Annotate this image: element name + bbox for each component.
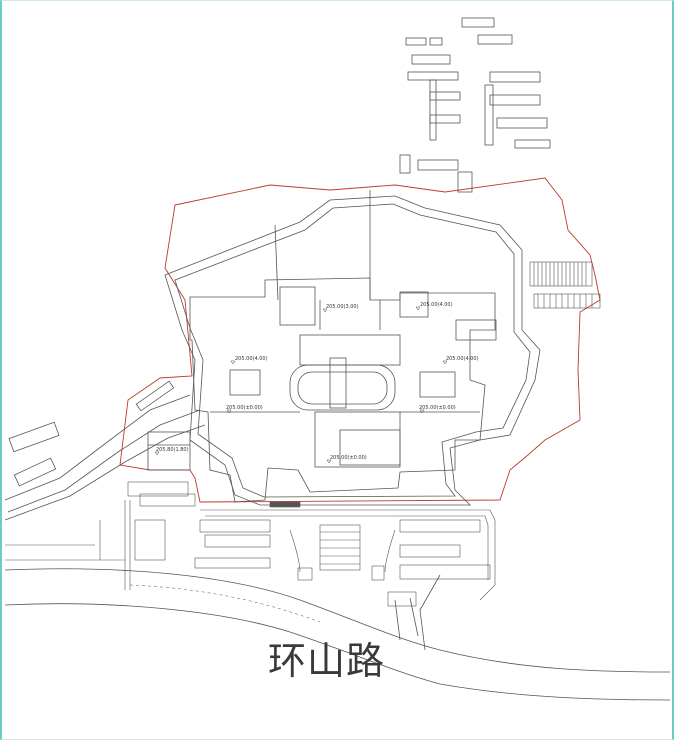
site-boundary xyxy=(119,177,601,503)
elevation-label-4: 205.00(4.00) xyxy=(446,356,479,362)
north-buildings xyxy=(399,17,551,193)
elevation-label-3: 205.00(4.00) xyxy=(235,356,268,362)
elevation-label-5: 205.00(±0.00) xyxy=(226,405,263,411)
elevation-label-2: 205.00(4.00) xyxy=(420,302,453,308)
elevation-label-6: 205.00(±0.00) xyxy=(419,405,456,411)
elevation-label-7: 205.00(±0.00) xyxy=(330,455,367,461)
ring-road xyxy=(164,195,541,506)
huanshan-road xyxy=(4,568,671,701)
main-building xyxy=(189,190,497,503)
east-parking xyxy=(529,261,601,309)
elevation-label-8: 205.80(1.80) xyxy=(156,447,189,453)
elevation-markers xyxy=(154,306,448,464)
south-parking xyxy=(5,481,496,607)
elevation-label-1: 205.00(3.00) xyxy=(326,304,359,310)
road-name-label: 环山路 xyxy=(268,639,386,683)
west-road xyxy=(4,380,206,521)
